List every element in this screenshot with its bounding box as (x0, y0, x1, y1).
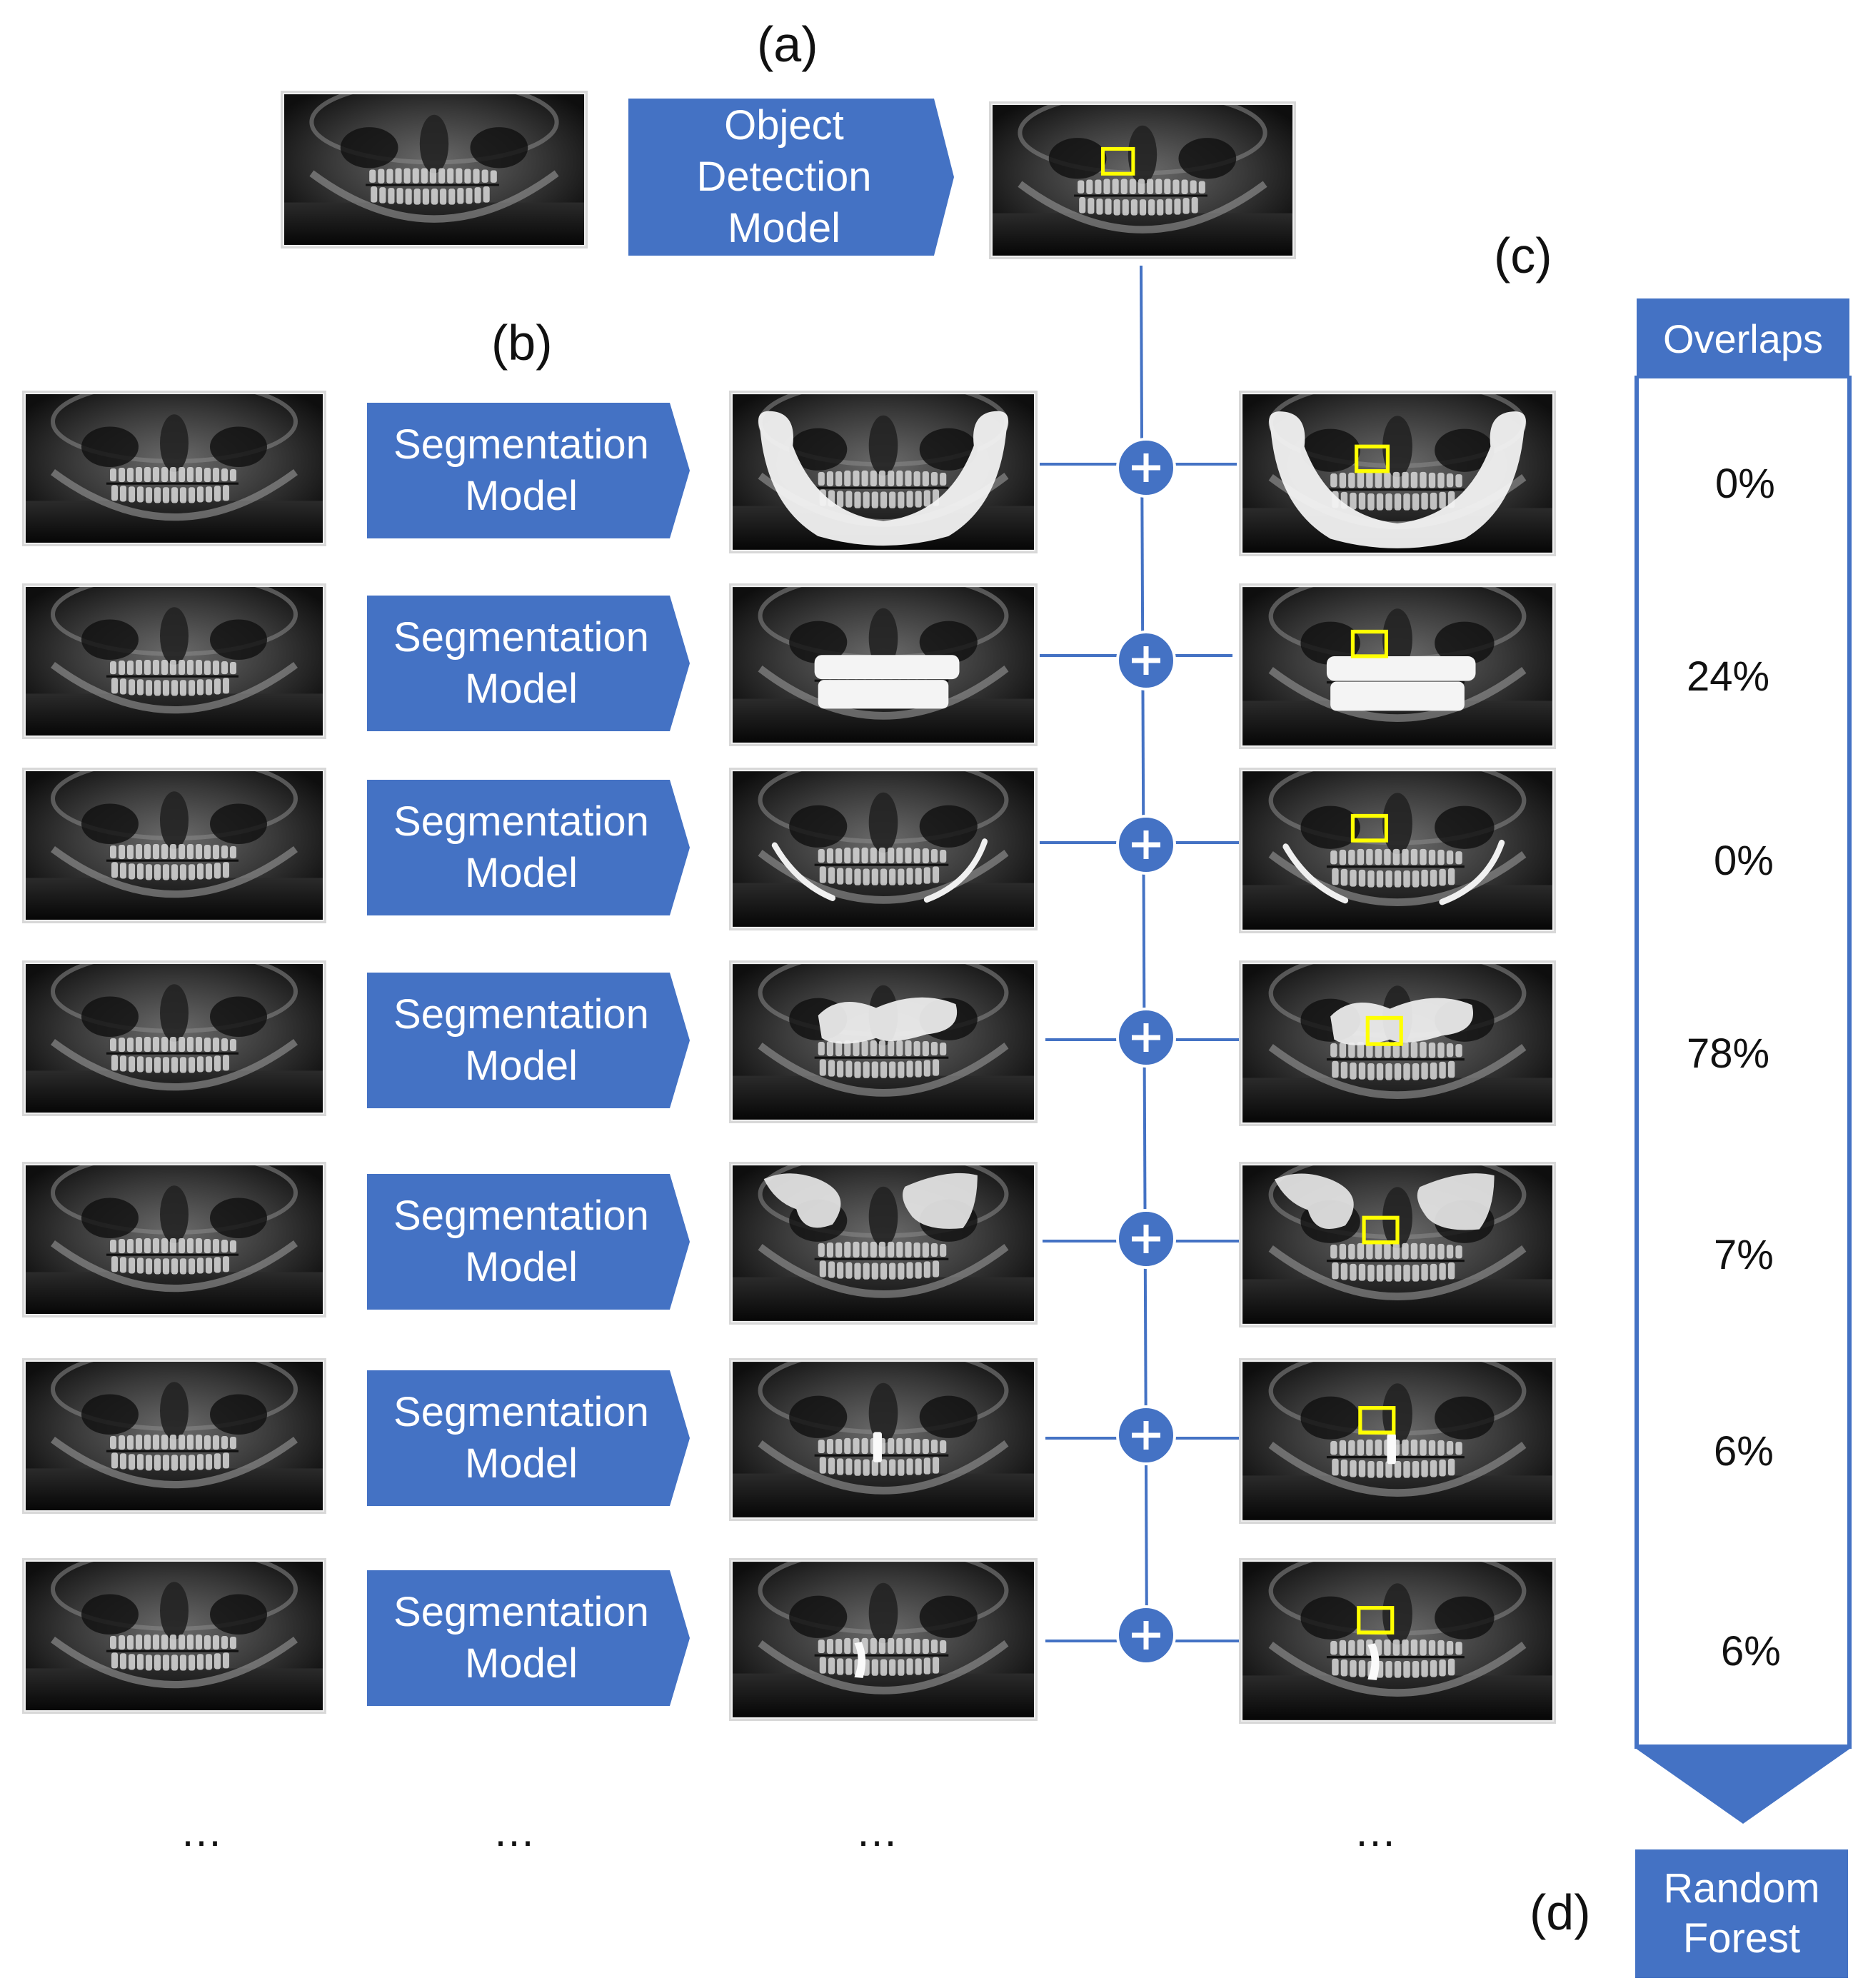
ellipsis-col-1: … (180, 1807, 227, 1855)
detection-box (1100, 146, 1135, 176)
combined-overlay-mandible (1241, 393, 1554, 554)
input-xray (24, 1560, 324, 1712)
object-detection-model-arrow: Object Detection Model (628, 99, 954, 256)
segmentation-model-arrow: Segmentation Model (367, 403, 690, 538)
plus-icon (1116, 815, 1176, 875)
label-c: (c) (1494, 228, 1552, 283)
plus-icon (1116, 631, 1176, 691)
segmentation-model-label: Segmentation Model (393, 1193, 649, 1290)
label-b: (b) (491, 315, 553, 371)
combined-overlay-sinus-floor (1241, 963, 1554, 1124)
combined-overlay-root-fragment (1241, 1560, 1554, 1722)
segmentation-mask-mandible (731, 393, 1035, 551)
segmentation-mask-root-fragment (731, 1560, 1035, 1719)
plus-icon (1116, 438, 1176, 498)
ellipsis-col-2: … (493, 1807, 540, 1855)
input-xray (24, 586, 324, 737)
detection-box (1355, 444, 1390, 473)
input-xray (24, 963, 324, 1114)
random-forest-box: Random Forest (1635, 1849, 1848, 1978)
overlaps-down-arrow (1634, 376, 1852, 1824)
detection-box (1350, 813, 1388, 843)
segmentation-model-label: Segmentation Model (393, 1589, 649, 1687)
segmentation-mask-teeth (731, 586, 1035, 744)
input-xray (24, 1360, 324, 1512)
segmentation-model-arrow: Segmentation Model (367, 973, 690, 1108)
segmentation-model-arrow: Segmentation Model (367, 780, 690, 915)
plus-icon (1116, 1405, 1176, 1465)
segmentation-model-label: Segmentation Model (393, 421, 649, 519)
overlap-value: 24% (1687, 653, 1770, 700)
segmentation-model-label: Segmentation Model (393, 991, 649, 1089)
ellipsis-col-4: … (1354, 1807, 1401, 1855)
segmentation-mask-canal (731, 770, 1035, 928)
plus-icon (1116, 1008, 1176, 1068)
overlaps-header-label: Overlaps (1662, 316, 1824, 361)
combined-overlay-single-tooth (1241, 1360, 1554, 1522)
segmentation-model-label: Segmentation Model (393, 614, 649, 712)
random-forest-label: Random Forest (1663, 1865, 1820, 1962)
input-xray (24, 770, 324, 921)
detection-box (1357, 1606, 1395, 1635)
combined-overlay-teeth (1241, 586, 1554, 747)
detection-box (1365, 1015, 1403, 1046)
detection-box (1358, 1406, 1396, 1435)
segmentation-model-arrow: Segmentation Model (367, 596, 690, 731)
overlap-value: 6% (1714, 1428, 1774, 1475)
segmentation-model-arrow: Segmentation Model (367, 1370, 690, 1506)
segmentation-mask-sinus-floor (731, 963, 1035, 1121)
overlap-value: 0% (1714, 838, 1774, 884)
plus-icon (1116, 1605, 1176, 1665)
label-d: (d) (1530, 1884, 1591, 1940)
segmentation-mask-maxillary-sinus (731, 1164, 1035, 1322)
detection-box (1362, 1215, 1400, 1245)
segmentation-model-label: Segmentation Model (393, 1389, 649, 1487)
detection-output-xray (991, 104, 1294, 257)
input-xray (24, 1164, 324, 1315)
ellipsis-col-3: … (855, 1807, 903, 1855)
combined-overlay-canal (1241, 770, 1554, 931)
overlap-value: 78% (1687, 1030, 1770, 1077)
segmentation-model-arrow: Segmentation Model (367, 1174, 690, 1310)
overlap-value: 7% (1714, 1232, 1774, 1278)
segmentation-model-arrow: Segmentation Model (367, 1570, 690, 1706)
plus-icon (1116, 1209, 1176, 1269)
overlaps-header: Overlaps (1637, 298, 1849, 378)
segmentation-model-label: Segmentation Model (393, 798, 649, 896)
segmentation-mask-single-tooth (731, 1360, 1035, 1519)
object-detection-model-label: Object Detection Model (696, 102, 872, 251)
label-a: (a) (757, 16, 818, 72)
overlap-value: 6% (1721, 1628, 1781, 1675)
combined-overlay-maxillary-sinus (1241, 1164, 1554, 1325)
overlap-value: 0% (1715, 461, 1775, 507)
detection-box (1350, 629, 1388, 658)
input-xray (24, 393, 324, 544)
